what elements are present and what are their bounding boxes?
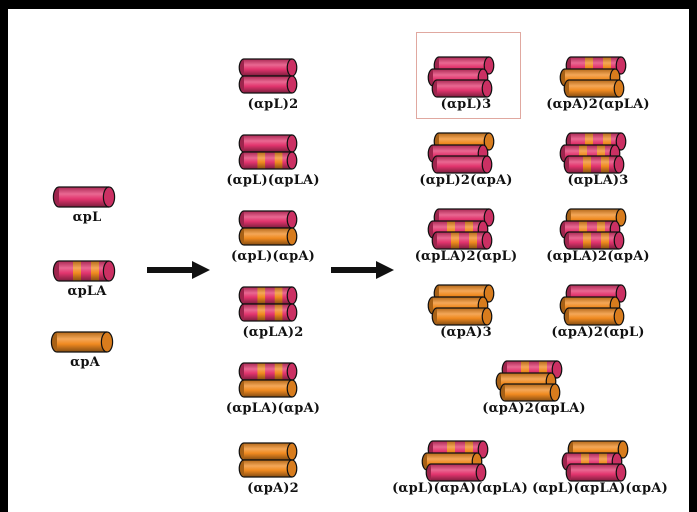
trimer-bundle bbox=[495, 360, 563, 402]
dimer-bundle bbox=[238, 134, 298, 170]
trimer-bundle bbox=[559, 132, 627, 174]
dimer-bundle bbox=[238, 362, 298, 398]
helix-cylinder bbox=[238, 75, 298, 94]
dimer-bundle bbox=[238, 442, 298, 478]
trimer-bundle bbox=[427, 132, 495, 174]
monomer-label: αpLA bbox=[67, 284, 107, 299]
helix-cylinder bbox=[563, 231, 625, 250]
helix-cylinder bbox=[563, 307, 625, 326]
helix-cylinder bbox=[238, 151, 298, 170]
trimer-bundle bbox=[559, 208, 627, 250]
helix-cylinder bbox=[431, 155, 493, 174]
trimer-bundle bbox=[559, 284, 627, 326]
helix-cylinder bbox=[499, 383, 561, 402]
arrow-dimer-to-trimer bbox=[331, 261, 394, 279]
dimer-label: (αpL)(αpLA) bbox=[226, 173, 320, 188]
monomer-label: αpL bbox=[72, 210, 102, 225]
helix-cylinder bbox=[238, 442, 298, 461]
trimer-label: (αpA)2(αpLA) bbox=[482, 401, 586, 416]
helix-cylinder bbox=[563, 155, 625, 174]
dimer-bundle bbox=[238, 210, 298, 246]
helix-cylinder bbox=[431, 307, 493, 326]
trimer-label: (αpA)2(αpL) bbox=[551, 325, 645, 340]
trimer-bundle bbox=[427, 56, 495, 98]
trimer-label: (αpLA)3 bbox=[567, 173, 629, 188]
helix-cylinder bbox=[238, 227, 298, 246]
highlight-box bbox=[416, 32, 521, 119]
trimer-label: (αpA)3 bbox=[440, 325, 492, 340]
helix-cylinder bbox=[238, 379, 298, 398]
helix-cylinder bbox=[238, 286, 298, 305]
helix-cylinder bbox=[238, 134, 298, 153]
dimer-bundle bbox=[238, 58, 298, 94]
dimer-label: (αpLA)(αpA) bbox=[225, 401, 321, 416]
monomer-helix bbox=[50, 331, 114, 353]
helix-cylinder bbox=[238, 362, 298, 381]
dimer-label: (αpA)2 bbox=[247, 481, 299, 496]
trimer-bundle bbox=[561, 440, 629, 482]
helix-cylinder bbox=[238, 303, 298, 322]
helix-cylinder bbox=[425, 463, 487, 482]
dimer-label: (αpL)(αpA) bbox=[230, 249, 316, 264]
helix-cylinder bbox=[50, 331, 114, 353]
dimer-label: (αpL)2 bbox=[247, 97, 299, 112]
trimer-label: (αpL)3 bbox=[440, 97, 492, 112]
trimer-bundle bbox=[427, 208, 495, 250]
trimer-label: (αpL)2(αpA) bbox=[419, 173, 513, 188]
trimer-label: (αpLA)2(αpL) bbox=[414, 249, 518, 264]
trimer-label: (αpL)(αpA)(αpLA) bbox=[392, 481, 528, 496]
helix-cylinder bbox=[52, 186, 116, 208]
trimer-label: (αpA)2(αpLA) bbox=[546, 97, 650, 112]
helix-cylinder bbox=[431, 231, 493, 250]
monomer-helix bbox=[52, 186, 116, 208]
helix-cylinder bbox=[563, 79, 625, 98]
trimer-bundle bbox=[427, 284, 495, 326]
monomer-helix bbox=[52, 260, 116, 282]
helix-cylinder bbox=[238, 210, 298, 229]
dimer-label: (αpLA)2 bbox=[242, 325, 304, 340]
helix-cylinder bbox=[238, 459, 298, 478]
trimer-label: (αpL)(αpLA)(αpA) bbox=[532, 481, 668, 496]
helix-cylinder bbox=[238, 58, 298, 77]
monomer-label: αpA bbox=[70, 355, 100, 370]
dimer-bundle bbox=[238, 286, 298, 322]
helix-cylinder bbox=[565, 463, 627, 482]
trimer-bundle bbox=[421, 440, 489, 482]
trimer-label: (αpLA)2(αpA) bbox=[546, 249, 650, 264]
helix-cylinder bbox=[431, 79, 493, 98]
arrow-monomer-to-dimer bbox=[147, 261, 210, 279]
trimer-bundle bbox=[559, 56, 627, 98]
helix-cylinder bbox=[52, 260, 116, 282]
